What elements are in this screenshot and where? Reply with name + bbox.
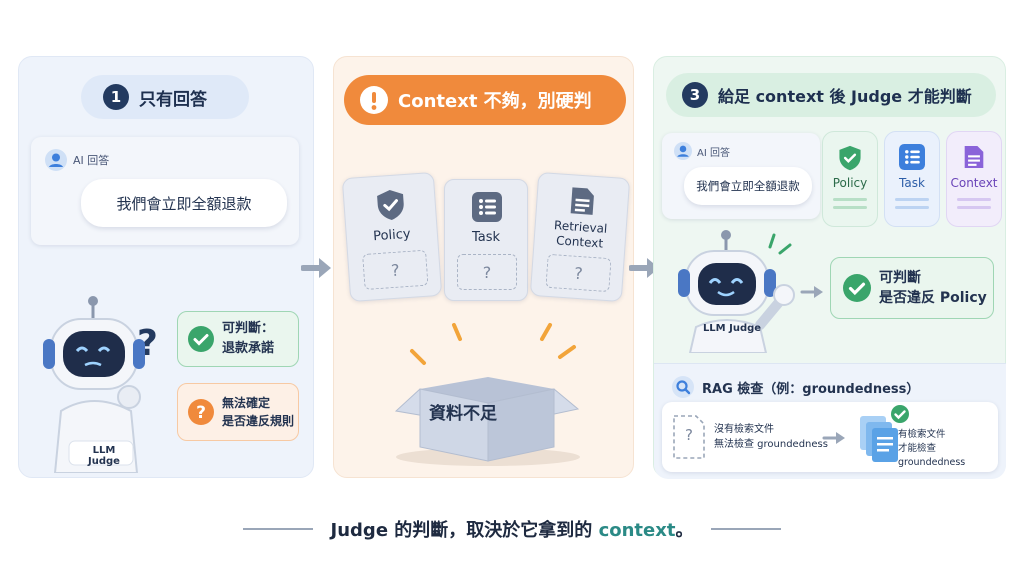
cannot-determine-line1: 無法確定 — [222, 396, 271, 410]
step1-title-pill: 1 只有回答 — [81, 75, 249, 119]
task-card: Task ? — [444, 179, 528, 301]
documents-stack-icon — [860, 405, 909, 462]
shield-check-icon — [839, 145, 861, 171]
checklist-icon — [899, 144, 925, 170]
robot-happy-icon — [678, 230, 795, 353]
panel-context-insufficient: Context 不夠，別硬判 Policy ? Task ? Retrieval — [333, 56, 634, 478]
policy-card: Policy ? — [341, 171, 443, 303]
footer-context-highlight: context — [598, 520, 676, 541]
empty-box-icon — [394, 323, 580, 466]
arrow-right-icon — [301, 258, 331, 278]
step1-title: 只有回答 — [139, 89, 207, 110]
user-avatar-icon — [674, 142, 692, 160]
has-docs-line2: 才能檢查 groundedness — [898, 443, 966, 468]
ai-answer-bubble: 我們會立即全額退款 — [81, 179, 287, 227]
task-card-label: Task — [471, 230, 501, 245]
task-missing-slot: ? — [457, 254, 517, 290]
arrow-right-small-icon — [800, 286, 823, 298]
shield-icon — [377, 190, 404, 220]
panel-answer-only: 1 只有回答 AI 回答 我們會立即全額退款 ? LLM Judge — [18, 56, 314, 478]
step1-number: 1 — [103, 84, 129, 110]
no-docs-line1: 沒有檢索文件 — [714, 424, 774, 435]
has-docs-text: 有檢索文件 才能檢查 groundedness — [898, 428, 998, 470]
check-circle-icon — [188, 326, 214, 352]
missing-document-mark: ? — [685, 426, 693, 444]
robot-label-llm-judge-3: LLM Judge — [702, 323, 762, 334]
robot-label-llm-judge: LLM Judge — [88, 445, 120, 467]
footer-text: Judge 的判斷，取決於它拿到的 context。 — [331, 516, 694, 542]
footer-text-a: Judge 的判斷，取決於它拿到的 — [330, 520, 599, 541]
can-judge-line2: 退款承諾 — [222, 341, 275, 356]
rag-check-box: RAG 檢查（例：groundedness） ? 沒有檢索文件 無法檢查 gro… — [654, 363, 1006, 479]
footer-text-c: 。 — [675, 520, 694, 541]
document-icon — [964, 146, 984, 168]
user-avatar-icon — [45, 149, 67, 171]
ai-answer-card-3: AI 回答 我們會立即全額退款 — [662, 133, 820, 219]
insufficient-data-label: 資料不足 — [429, 404, 497, 424]
cannot-determine-line2: 是否違反規則 — [222, 414, 295, 428]
footer-divider-right — [711, 528, 782, 530]
svg-text:?: ? — [196, 403, 206, 423]
ai-answer-label-3: AI 回答 — [697, 147, 730, 159]
document-icon — [570, 187, 594, 215]
rag-check-header: RAG 檢查（例：groundedness） — [672, 376, 919, 398]
ai-answer-label: AI 回答 — [73, 154, 110, 167]
policy-tile: Policy — [822, 131, 878, 227]
checklist-icon — [472, 192, 502, 222]
question-circle-icon: ? — [188, 399, 214, 425]
warning-circle-icon — [360, 86, 388, 114]
task-tile: Task — [884, 131, 940, 227]
magnifier-icon — [672, 376, 694, 398]
retrieval-context-label: Retrieval Context — [534, 217, 626, 253]
step2-title: Context 不夠，別硬判 — [398, 91, 592, 112]
can-judge-chip: 可判斷： 退款承諾 — [177, 311, 299, 367]
arrow-right-small-icon — [822, 432, 845, 444]
context-missing-slot: ? — [545, 253, 612, 293]
step3-number: 3 — [682, 82, 708, 108]
check-circle-icon — [843, 274, 871, 302]
missing-document-icon — [673, 415, 705, 459]
context-tile-label: Context — [950, 176, 998, 190]
ai-answer-card: AI 回答 我們會立即全額退款 — [31, 137, 299, 245]
step2-title-pill: Context 不夠，別硬判 — [344, 75, 626, 125]
panel-full-context: 3 給足 context 後 Judge 才能判斷 AI 回答 我們會立即全額退… — [653, 56, 1006, 479]
ai-answer-header-3: AI 回答 — [674, 142, 730, 160]
cannot-determine-chip: ? 無法確定 是否違反規則 — [177, 383, 299, 441]
rag-check-title: RAG 檢查（例：groundedness） — [702, 381, 920, 397]
retrieval-context-card: Retrieval Context ? — [529, 171, 631, 303]
policy-tile-label: Policy — [832, 176, 868, 190]
ai-answer-bubble-3: 我們會立即全額退款 — [684, 167, 812, 205]
rag-compare-card: ? 沒有檢索文件 無法檢查 groundedness 有檢索文件 — [662, 402, 998, 472]
robot-confused-icon: ? — [43, 296, 158, 473]
can-judge-policy-chip: 可判斷 是否違反 Policy — [830, 257, 994, 319]
no-docs-text: 沒有檢索文件 無法檢查 groundedness — [714, 422, 828, 452]
can-judge-line1: 可判斷： — [222, 321, 275, 336]
task-tile-label: Task — [899, 176, 925, 190]
context-tile: Context — [946, 131, 1002, 227]
can-judge-policy-line2: 是否違反 Policy — [879, 290, 987, 306]
step3-title-pill: 3 給足 context 後 Judge 才能判斷 — [666, 73, 996, 117]
has-docs-line1: 有檢索文件 — [898, 429, 946, 440]
footer: Judge 的判斷，取決於它拿到的 context。 — [0, 512, 1024, 546]
policy-missing-slot: ? — [362, 249, 429, 291]
policy-card-label: Policy — [372, 226, 412, 245]
no-docs-line2: 無法檢查 groundedness — [714, 439, 828, 450]
can-judge-policy-line1: 可判斷 — [879, 270, 921, 286]
step3-title: 給足 context 後 Judge 才能判斷 — [718, 87, 972, 106]
ai-answer-header: AI 回答 — [45, 149, 109, 171]
footer-divider-left — [242, 528, 313, 530]
